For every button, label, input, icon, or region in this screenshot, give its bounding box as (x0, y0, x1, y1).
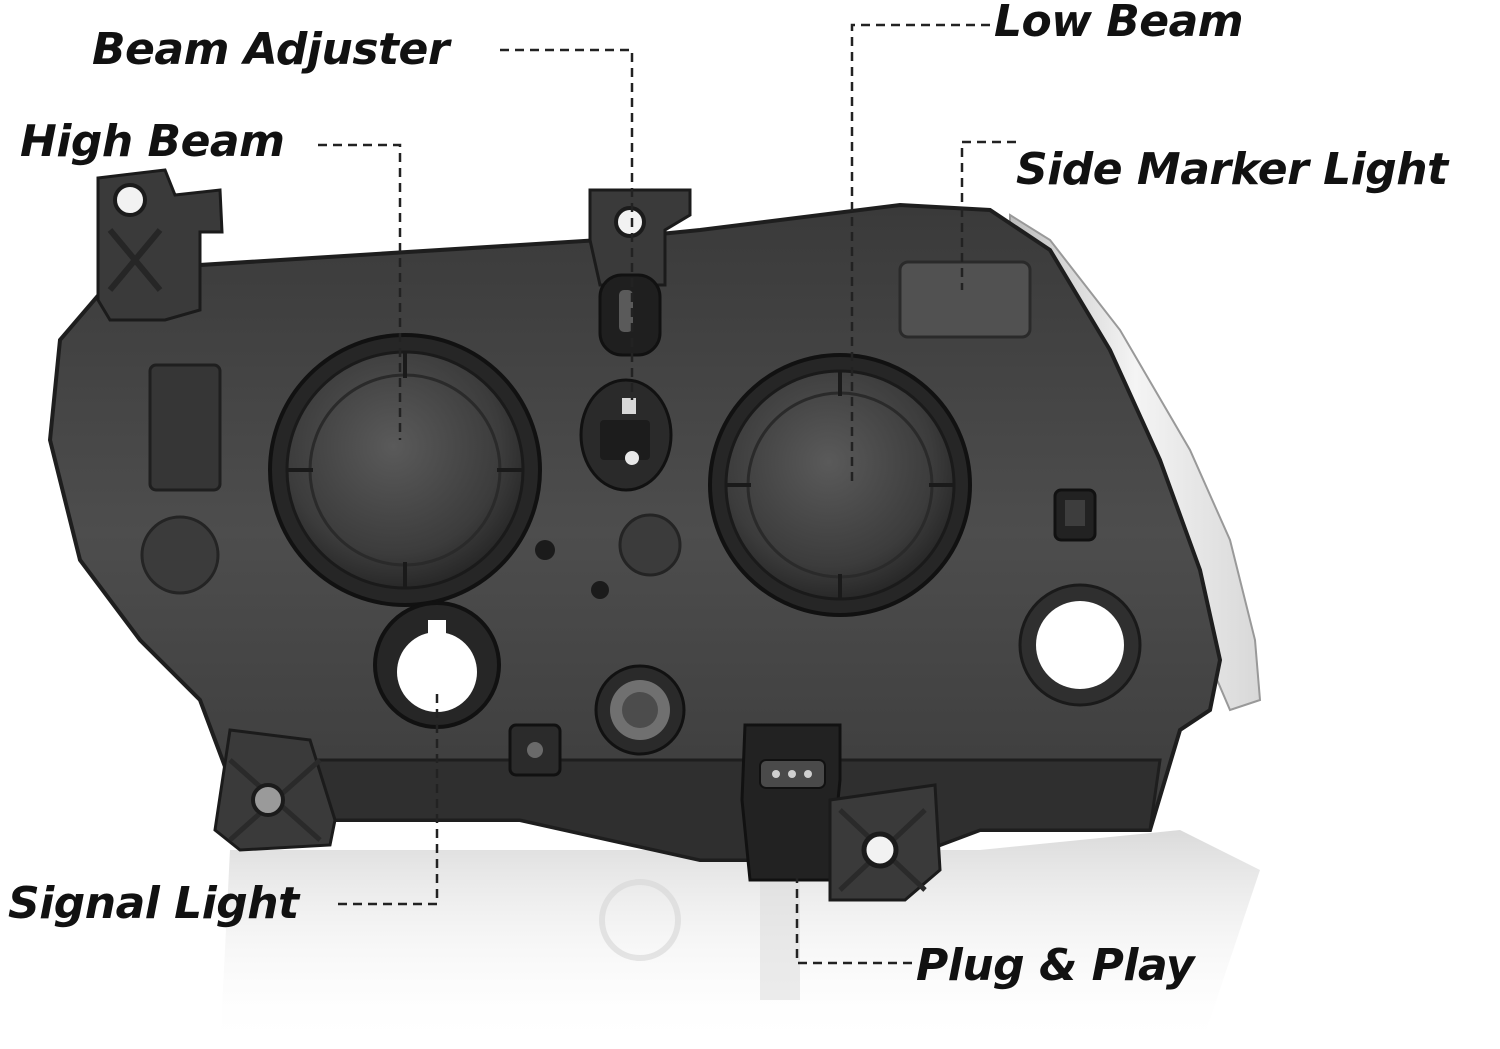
center-round-boss (618, 513, 682, 577)
leader-plug-play (795, 790, 912, 965)
label-side-marker-light: Side Marker Light (1016, 144, 1448, 195)
left-housing-tab (148, 363, 222, 492)
left-round-boss (140, 515, 220, 595)
leader-beam-adjuster (500, 48, 634, 400)
label-low-beam: Low Beam (994, 0, 1244, 47)
low-beam-dust-cap (708, 353, 972, 617)
leader-lines (318, 23, 1016, 965)
lower-screw (527, 742, 543, 758)
right-lower-opening (1018, 583, 1142, 707)
leader-high-beam (318, 143, 402, 440)
floor-reflection (220, 830, 1260, 1049)
side-marker-socket (898, 260, 1032, 339)
label-plug-and-play: Plug & Play (916, 940, 1195, 991)
signal-light-socket (373, 601, 501, 729)
leader-side-marker (960, 140, 1016, 290)
center-lower-socket (594, 664, 686, 756)
lower-left-hole (535, 540, 555, 560)
plug-and-play-connector (740, 723, 842, 882)
bottom-right-mount-bracket (828, 783, 942, 902)
label-signal-light: Signal Light (8, 878, 299, 929)
top-left-mount-bracket (96, 168, 224, 322)
top-middle-mount-bracket (588, 188, 692, 287)
leader-low-beam (850, 23, 990, 485)
housing-base (224, 758, 1162, 862)
bottom-left-mount-bracket (213, 728, 337, 852)
high-beam-dust-cap (268, 333, 542, 607)
right-side-plug (1053, 488, 1097, 542)
beam-adjuster-part (598, 273, 662, 357)
lower-center-hole (591, 581, 609, 599)
label-beam-adjuster: Beam Adjuster (92, 24, 450, 75)
center-bulb-socket (579, 378, 673, 492)
label-high-beam: High Beam (20, 116, 285, 167)
leader-signal-light (338, 690, 439, 906)
